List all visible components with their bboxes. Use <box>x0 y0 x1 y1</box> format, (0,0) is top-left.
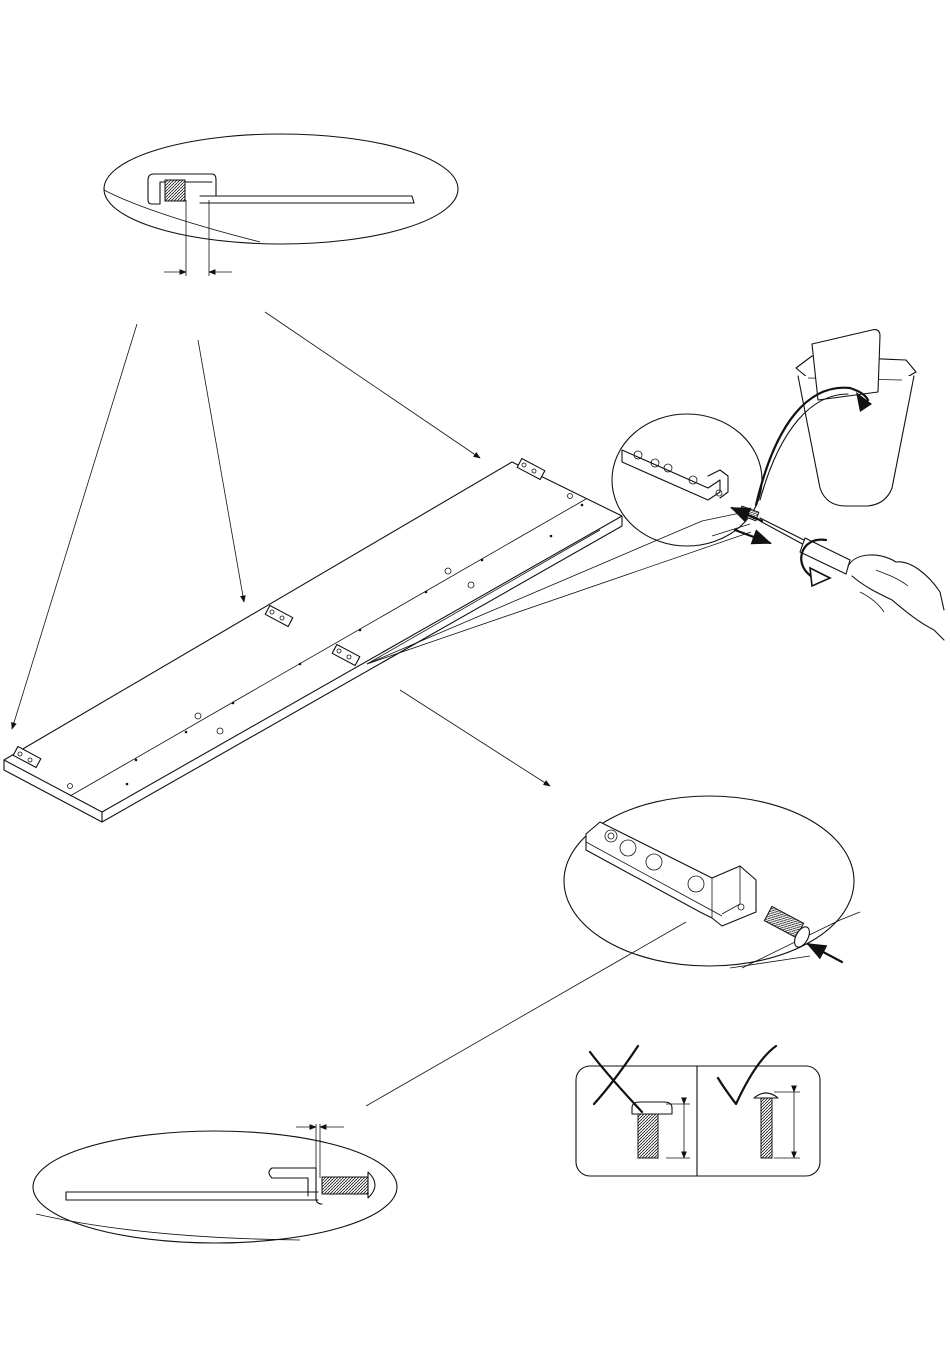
leader-arrow-left <box>12 324 137 729</box>
board-seam <box>70 499 586 796</box>
callout-ellipse-top <box>104 134 458 244</box>
screw-thread <box>165 180 185 201</box>
screw-head-bottom <box>368 1172 375 1198</box>
screwdriver-shaft <box>760 518 810 543</box>
insert-arrow <box>808 944 842 962</box>
bracket-small <box>622 450 720 500</box>
detail-callout-bracket <box>366 796 860 1106</box>
rotation-arrowhead <box>810 568 830 586</box>
screw-bottom <box>322 1177 368 1194</box>
screw-comparison-box <box>576 1046 820 1176</box>
leader-arrow-right <box>265 312 480 458</box>
correct-screw <box>754 1092 800 1158</box>
detail-callout-screwdriver <box>612 414 770 546</box>
trash-bin <box>756 330 916 506</box>
board-top-face <box>4 462 622 812</box>
shelf-board <box>4 458 622 822</box>
wrong-cross-icon <box>590 1046 642 1112</box>
section-cut-line-bottom <box>36 1214 300 1240</box>
detail-callout-top <box>104 134 458 276</box>
board-edge <box>200 196 414 203</box>
board-edge-bottom <box>66 1192 318 1200</box>
leader-arrow-bracket <box>400 690 550 786</box>
leader-arrow-middle <box>198 340 244 602</box>
hand <box>848 555 944 640</box>
screwdriver <box>760 518 850 586</box>
bracket-bottom <box>272 1168 322 1204</box>
leader-line-bracket-to-bottom <box>366 922 686 1106</box>
remove-arrow-2 <box>735 530 770 543</box>
bin-lid <box>812 330 880 400</box>
detail-callout-bottom <box>33 1124 397 1243</box>
bracket-plate <box>586 822 756 926</box>
